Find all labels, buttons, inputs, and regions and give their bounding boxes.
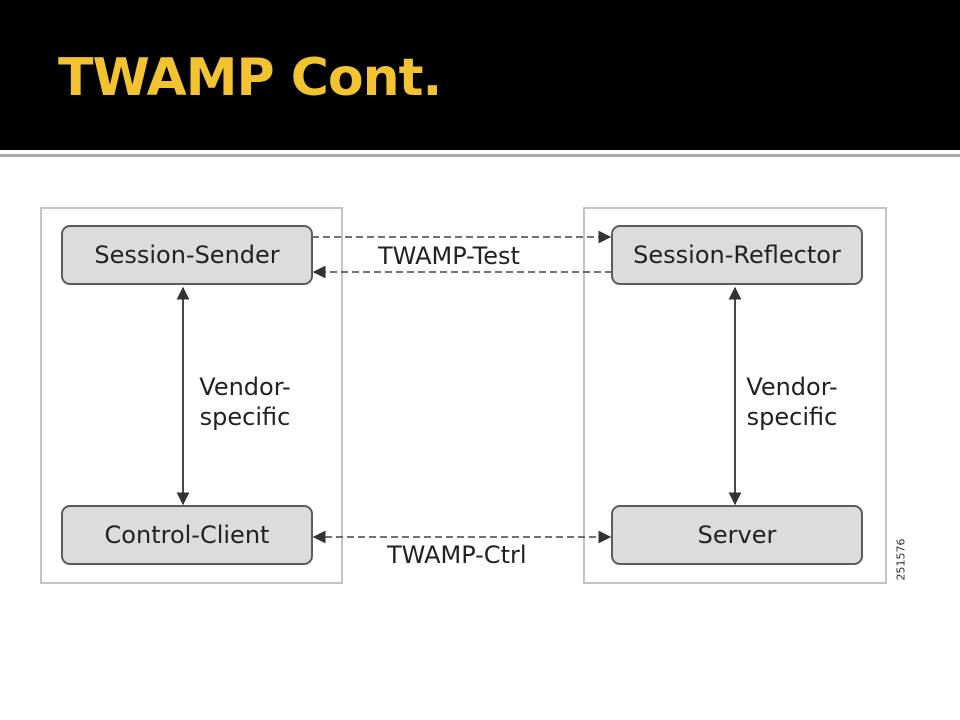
vendor-specific-right-label: Vendor- specific [737,372,847,432]
slide-title: TWAMP Cont. [58,48,442,108]
slide-header [0,0,960,150]
session-reflector-box: Session-Reflector [611,225,863,285]
twamp-ctrl-label: TWAMP-Ctrl [387,541,527,569]
vendor-specific-right-line2: specific [746,403,838,431]
twamp-test-label: TWAMP-Test [378,242,520,270]
control-client-box: Control-Client [61,505,313,565]
header-divider [0,154,960,157]
figure-id: 251576 [894,538,908,581]
vendor-specific-left-line2: specific [199,403,291,431]
vendor-specific-right-line1: Vendor- [746,373,838,401]
header-divider-light [0,150,960,154]
server-box: Server [611,505,863,565]
vendor-specific-left-line1: Vendor- [199,373,291,401]
vendor-specific-left-label: Vendor- specific [190,372,300,432]
session-sender-box: Session-Sender [61,225,313,285]
